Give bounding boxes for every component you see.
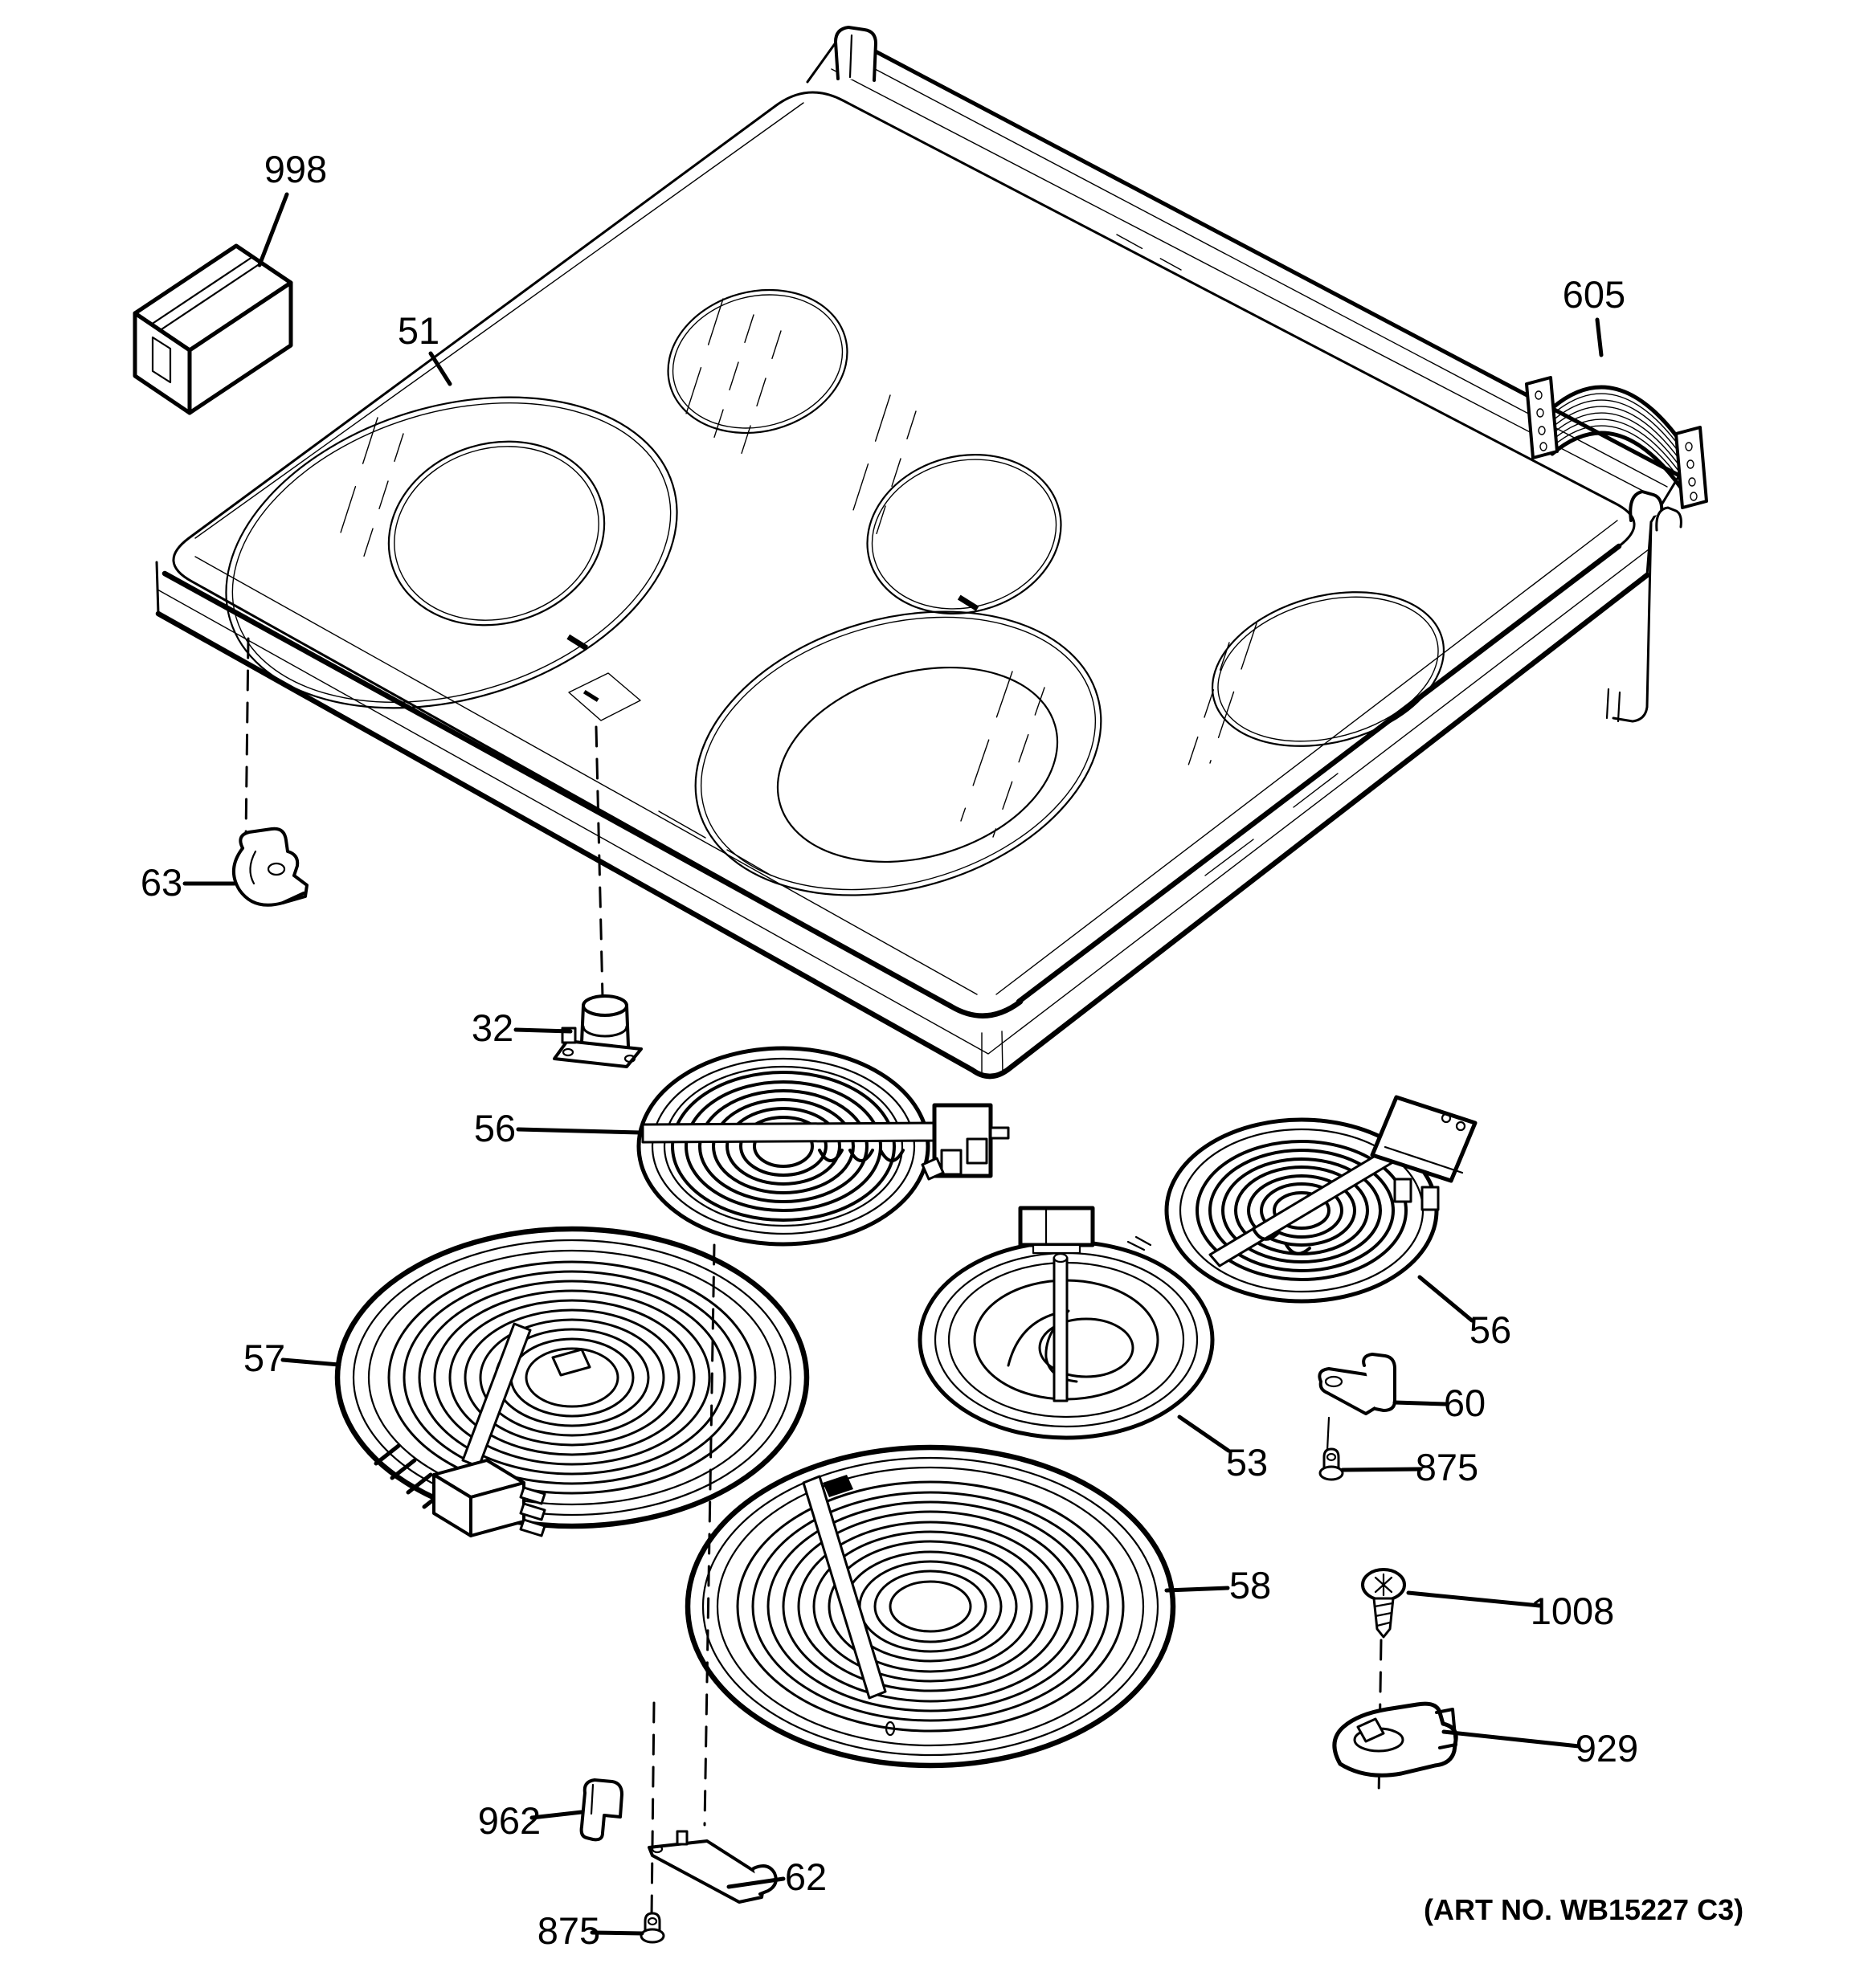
element-58-front [685,1444,1176,1769]
limit-switch-32 [553,994,643,1068]
callout-60: 60 [1444,1382,1486,1424]
callout-56-right: 56 [1469,1308,1511,1351]
burner-rings [225,288,1445,896]
ribbon-cable-605 [1525,376,1708,509]
callout-998: 998 [264,148,327,190]
art-number: (ART NO. WB15227 C3) [1424,1893,1743,1926]
hot-surface-mark [957,594,979,611]
element-57-left [334,1226,810,1537]
clamp-929 [1332,1701,1458,1778]
bracket-62 [648,1830,778,1904]
screw-875-bottom [640,1912,665,1944]
leader-lines [182,192,1604,1936]
callout-51: 51 [398,309,439,352]
screw-1008 [1361,1568,1406,1639]
callout-56-middle: 56 [474,1107,516,1149]
bracket-60 [1318,1353,1396,1415]
cooktop-assembly [155,26,1682,1080]
callout-62: 62 [785,1855,827,1898]
callout-605: 605 [1563,273,1625,316]
clip-63 [232,827,309,907]
part-box-998 [133,243,293,415]
top-corner-tab [834,26,877,82]
hot-surface-mark [566,634,588,651]
element-56-middle [636,1046,1010,1247]
callout-32: 32 [472,1006,513,1049]
screw-875-right [1318,1447,1344,1481]
callout-57: 57 [243,1337,285,1379]
callout-labels: 998 51 605 63 32 56 57 56 60 875 53 58 1… [141,148,1743,1952]
callout-962: 962 [478,1799,541,1842]
callout-63: 63 [141,861,182,904]
callout-58: 58 [1229,1564,1271,1606]
element-56-right [1164,1095,1478,1304]
reflection-lines [333,298,1257,838]
glass-top-outline [172,91,1636,1017]
element-53-center [918,1206,1215,1440]
hinge-tab-icon [1629,490,1664,522]
callout-875-right: 875 [1416,1446,1478,1488]
callout-875-bottom: 875 [538,1909,600,1952]
glass-label-sticker [568,672,641,721]
callout-1008: 1008 [1531,1590,1615,1632]
callout-929: 929 [1576,1727,1638,1770]
callout-53: 53 [1226,1441,1268,1484]
clip-962 [579,1778,623,1842]
